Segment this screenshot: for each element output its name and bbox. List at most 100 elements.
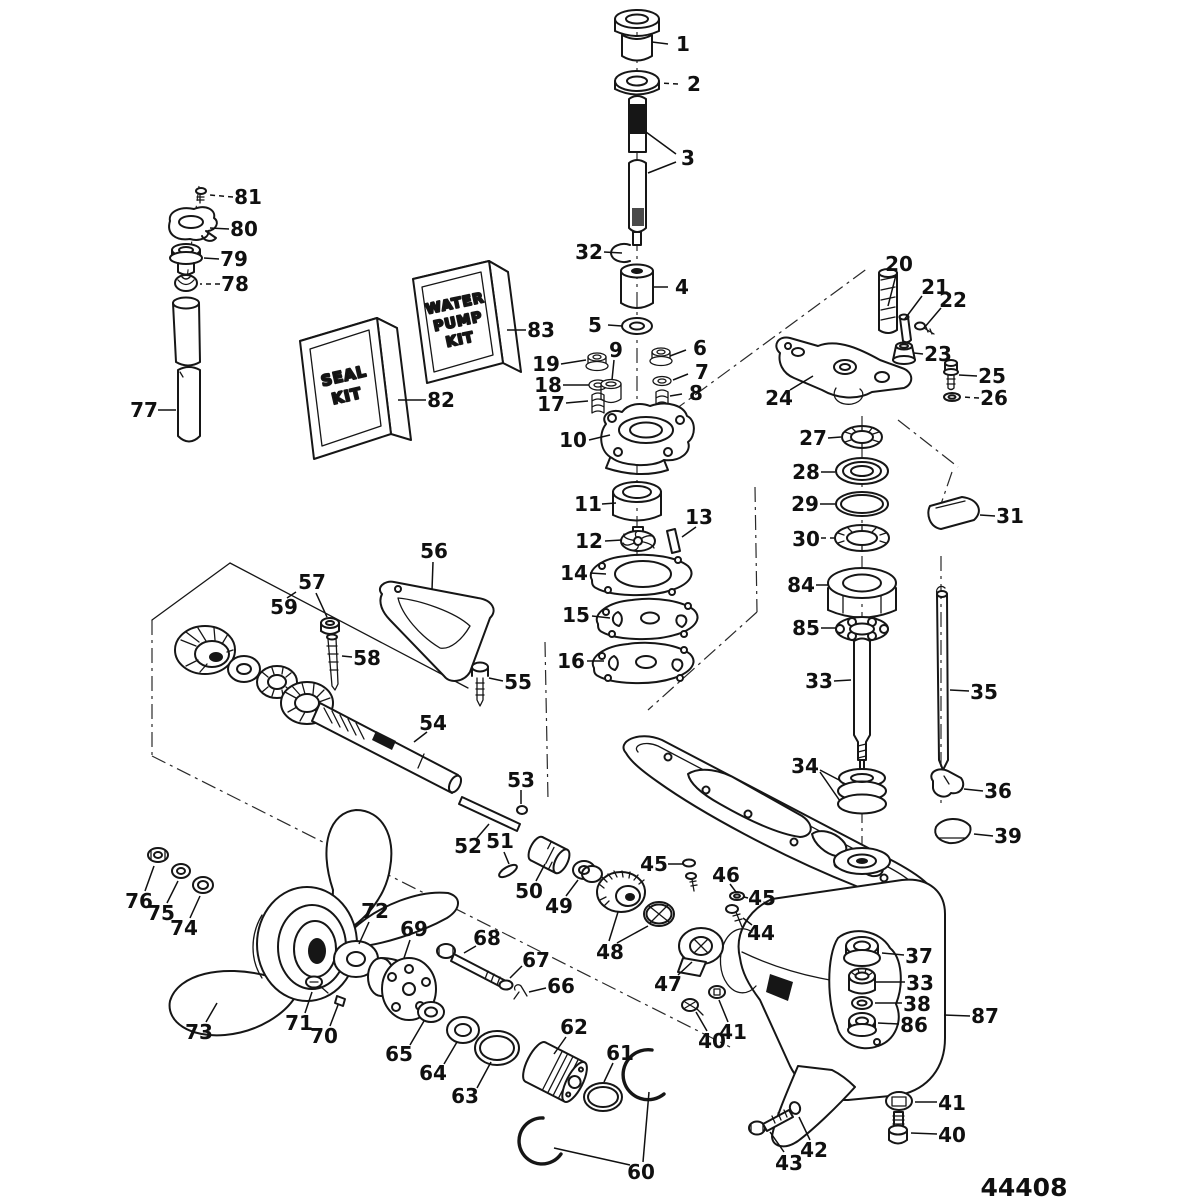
callout-70-72: 70 bbox=[310, 1024, 338, 1048]
bottom-fastener-group bbox=[681, 985, 913, 1145]
callout-69-71: 69 bbox=[400, 917, 428, 941]
leader-line-87-89 bbox=[943, 1014, 971, 1017]
leader-line-64-66 bbox=[443, 1041, 458, 1065]
leader-line-76-78 bbox=[144, 865, 155, 892]
leader-line-31-30 bbox=[979, 514, 996, 517]
callout-36-35: 36 bbox=[984, 779, 1012, 803]
bearing-seal-stack bbox=[827, 425, 980, 845]
callout-84-86: 84 bbox=[787, 573, 815, 597]
leader-line-71-73 bbox=[304, 991, 313, 1014]
gearcase-housing bbox=[622, 735, 946, 1148]
leader-line-5-4 bbox=[607, 324, 623, 327]
callout-79-81: 79 bbox=[220, 247, 248, 271]
callout-65-67: 65 bbox=[385, 1042, 413, 1066]
callout-78-80: 78 bbox=[221, 272, 249, 296]
callout-1-0: 1 bbox=[676, 32, 690, 56]
kit-boxes: SEAL KIT WATER PUMP KIT bbox=[299, 260, 522, 460]
leader-line-60-62 bbox=[553, 1147, 631, 1166]
callout-19-18: 19 bbox=[532, 352, 560, 376]
callout-33-90: 33 bbox=[906, 971, 934, 995]
callout-26-25: 26 bbox=[980, 386, 1008, 410]
callout-64-66: 64 bbox=[419, 1061, 447, 1085]
leader-line-67-69 bbox=[509, 965, 523, 979]
callout-25-24: 25 bbox=[978, 364, 1006, 388]
gear-stack-boundary bbox=[151, 562, 469, 689]
leader-line-86-88 bbox=[877, 1022, 900, 1025]
callout-43-44: 43 bbox=[775, 1151, 803, 1175]
callout-56-58: 56 bbox=[420, 539, 448, 563]
leader-line-65-67 bbox=[409, 1020, 425, 1046]
callout-31-30: 31 bbox=[996, 504, 1024, 528]
callout-45-46: 45 bbox=[640, 852, 668, 876]
callout-53-55: 53 bbox=[507, 768, 535, 792]
leader-line-17-16 bbox=[565, 400, 589, 404]
callout-44-45: 44 bbox=[747, 921, 775, 945]
callout-4-3: 4 bbox=[675, 275, 689, 299]
callout-11-10: 11 bbox=[574, 492, 602, 516]
callout-72-74: 72 bbox=[361, 899, 389, 923]
callout-58-60: 58 bbox=[353, 646, 381, 670]
leader-line-72-74 bbox=[358, 921, 370, 945]
callout-61-63: 61 bbox=[606, 1041, 634, 1065]
callout-50-52: 50 bbox=[515, 879, 543, 903]
leader-line-44-45 bbox=[742, 917, 753, 926]
leader-line-57-59 bbox=[315, 592, 328, 618]
leader-line-34-33 bbox=[819, 769, 842, 782]
leader-line-55-57 bbox=[488, 677, 504, 682]
callout-48-50: 48 bbox=[596, 940, 624, 964]
leader-line-1-0 bbox=[651, 41, 669, 45]
callout-33-32: 33 bbox=[805, 669, 833, 693]
impeller-group bbox=[612, 481, 681, 554]
leader-line-35-34 bbox=[949, 689, 970, 692]
leader-line-69-71 bbox=[403, 939, 411, 959]
callout-66-68: 66 bbox=[547, 974, 575, 998]
callout-49-51: 49 bbox=[545, 894, 573, 918]
leader-line-3-2 bbox=[645, 131, 677, 155]
callout-86-88: 86 bbox=[900, 1013, 928, 1037]
leader-line-32-31 bbox=[603, 251, 623, 254]
leader-line-66-68 bbox=[528, 987, 547, 993]
callout-13-12: 13 bbox=[685, 505, 713, 529]
leader-line-41-40 bbox=[718, 999, 729, 1023]
leader-line-48-50 bbox=[608, 911, 619, 942]
leader-line-7-6 bbox=[672, 373, 689, 381]
leader-line-81-83 bbox=[209, 194, 234, 198]
leader-line-56-58 bbox=[431, 561, 434, 591]
leader-line-2-1 bbox=[659, 82, 679, 85]
leader-line-19-18 bbox=[560, 359, 587, 365]
callout-35-34: 35 bbox=[970, 680, 998, 704]
callout-40-42: 40 bbox=[938, 1123, 966, 1147]
callout-38-37: 38 bbox=[903, 992, 931, 1016]
leader-line-36-35 bbox=[963, 788, 984, 792]
leader-line-50-52 bbox=[535, 863, 546, 882]
driveshaft-top-group bbox=[610, 9, 660, 335]
leader-line-23-22 bbox=[913, 352, 924, 355]
callout-22-21: 22 bbox=[939, 288, 967, 312]
leader-line-8-7 bbox=[669, 393, 683, 397]
callout-5-4: 5 bbox=[588, 313, 602, 337]
callout-41-41: 41 bbox=[938, 1091, 966, 1115]
callout-47-49: 47 bbox=[654, 972, 682, 996]
callout-39-38: 39 bbox=[994, 824, 1022, 848]
callout-15-14: 15 bbox=[562, 603, 590, 627]
drawing-number: 44408 bbox=[981, 1173, 1068, 1200]
callout-30-29: 30 bbox=[792, 527, 820, 551]
water-pump-kit-text-line3: KIT bbox=[445, 329, 476, 351]
callout-77-79: 77 bbox=[130, 398, 158, 422]
callout-74-76: 74 bbox=[170, 916, 198, 940]
callout-62-64: 62 bbox=[560, 1015, 588, 1039]
callout-55-57: 55 bbox=[504, 670, 532, 694]
leader-line-63-65 bbox=[476, 1061, 492, 1089]
leader-line-10-9 bbox=[588, 434, 611, 441]
leader-line-73-75 bbox=[205, 1002, 218, 1023]
leader-line-80-82 bbox=[209, 227, 230, 230]
leader-line-62-64 bbox=[553, 1036, 567, 1055]
gear-train-group bbox=[174, 625, 745, 977]
callout-17-16: 17 bbox=[537, 392, 565, 416]
leader-line-22-21 bbox=[923, 307, 942, 329]
leader-line-43-44 bbox=[769, 1131, 785, 1153]
leader-line-59-61 bbox=[286, 591, 297, 599]
callout-71-73: 71 bbox=[285, 1011, 313, 1035]
callout-3-2: 3 bbox=[681, 146, 695, 170]
